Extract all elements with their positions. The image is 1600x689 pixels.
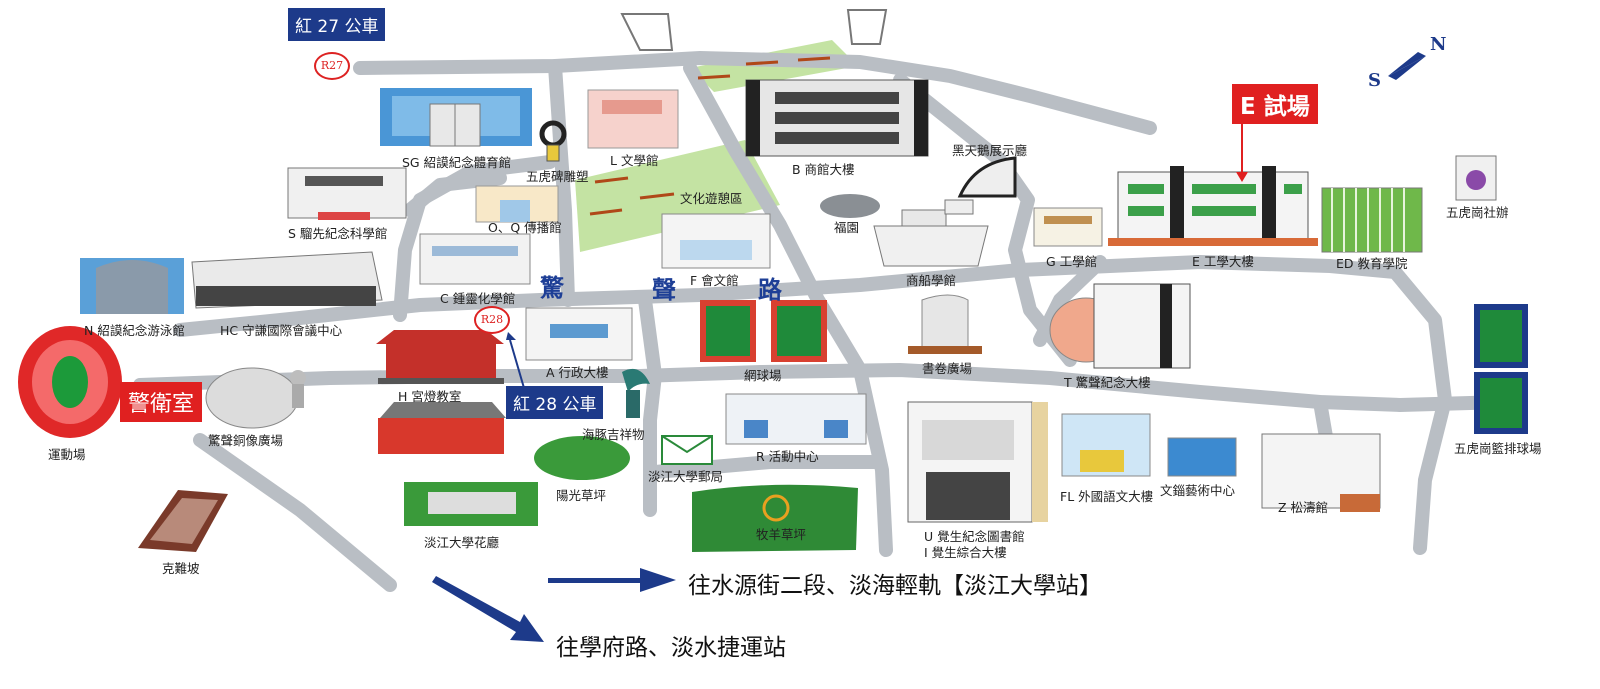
guard-room-badge: 警衛室 — [120, 382, 203, 422]
building-wuhu-club — [1455, 155, 1497, 201]
label-a: A 行政大樓 — [546, 365, 609, 380]
building-wenxi — [1167, 437, 1237, 477]
bus-red28-sign: 紅 28 公車 — [506, 386, 604, 419]
label-book-square: 書卷廣場 — [922, 361, 973, 376]
label-b: B 商館大樓 — [792, 162, 855, 177]
building-u-library — [907, 401, 1048, 523]
building-l — [587, 89, 679, 149]
label-u: U 覺生紀念圖書館 — [924, 529, 1025, 544]
label-oq: O、Q 傳播館 — [488, 220, 562, 235]
building-c — [419, 233, 531, 285]
rock-fu-garden — [820, 194, 880, 218]
building-b — [745, 79, 929, 157]
lawn-sunshine — [534, 436, 630, 480]
exam-site-badge: E 試場 — [1232, 84, 1318, 124]
label-z: Z 松濤館 — [1278, 500, 1329, 515]
label-courts: 五虎崗籃排球場 — [1454, 441, 1542, 456]
building-a — [525, 307, 633, 361]
basketball-courts — [1474, 304, 1528, 434]
label-h: H 宮燈教室 — [398, 389, 462, 404]
label-s: S 騮先紀念科學館 — [288, 226, 388, 241]
label-kenai: 克難坡 — [162, 561, 200, 576]
building-e — [1108, 166, 1318, 246]
stairs-kenai — [138, 490, 228, 552]
label-stadium: 運動場 — [48, 447, 86, 462]
label-t: T 驚聲紀念大樓 — [1064, 375, 1151, 390]
building-z — [1261, 433, 1381, 512]
road-char-1: 驚 — [540, 274, 564, 302]
label-sg: SG 紹謨紀念體育館 — [402, 155, 512, 170]
building-s — [287, 167, 407, 220]
building-black-swan — [957, 156, 1017, 198]
road-char-2: 聲 — [652, 276, 676, 304]
compass-icon — [1388, 52, 1426, 80]
label-herd: 牧羊草坪 — [756, 527, 807, 542]
building-ed — [1321, 187, 1423, 253]
building-t — [1049, 283, 1191, 369]
sculpture-wuhu — [539, 120, 567, 162]
building-oq — [475, 185, 559, 223]
bus-red27-sign: 紅 27 公車 — [288, 8, 386, 41]
label-dolphin: 海豚吉祥物 — [582, 427, 645, 442]
direction-shuiyuan: 往水源街二段、淡海輕軌【淡江大學站】 — [688, 573, 1102, 599]
label-l: L 文學館 — [610, 153, 659, 168]
label-tennis: 網球場 — [744, 368, 782, 383]
compass-north: N — [1430, 34, 1447, 55]
label-r: R 活動中心 — [756, 449, 819, 464]
building-f — [661, 213, 771, 269]
lawn-leisure — [575, 140, 780, 252]
sculpture-book-square — [908, 294, 982, 354]
building-g — [1033, 207, 1103, 247]
lawn-herd — [692, 484, 858, 552]
picnic-tables — [589, 56, 831, 216]
label-sunshine: 陽光草坪 — [556, 488, 607, 503]
label-n: N 紹謨紀念游泳館 — [84, 323, 185, 338]
label-black-swan: 黑天鵝展示廳 — [952, 143, 1028, 158]
label-merchant-ship: 商船學館 — [906, 273, 957, 288]
label-statue-square: 驚聲銅像廣場 — [208, 433, 284, 448]
label-post: 淡江大學郵局 — [648, 469, 724, 484]
building-fl — [1061, 413, 1151, 477]
direction-arrows — [432, 568, 676, 642]
bus-stop-r28: R28 — [474, 306, 510, 334]
building-hc — [191, 251, 383, 309]
label-e: E 工學大樓 — [1192, 254, 1254, 269]
label-g: G 工學館 — [1046, 254, 1098, 269]
label-flower: 淡江大學花廳 — [424, 535, 500, 550]
building-n — [80, 258, 184, 314]
direction-xuefu: 往學府路、淡水捷運站 — [556, 635, 786, 661]
compass-south: S — [1368, 70, 1381, 91]
building-r — [725, 393, 867, 445]
tennis-courts — [700, 300, 827, 362]
label-f: F 會文館 — [690, 273, 739, 288]
statue-square — [205, 367, 306, 429]
stadium-track — [18, 326, 122, 438]
label-fl: FL 外國語文大樓 — [1060, 489, 1154, 504]
building-h — [376, 330, 506, 454]
gates-top — [620, 9, 888, 51]
road-network — [133, 51, 1512, 592]
road-char-3: 路 — [758, 276, 782, 304]
building-sg-gym — [380, 88, 532, 147]
bus28-arrow — [509, 339, 525, 389]
building-merchant-ship — [873, 199, 989, 267]
label-fu-garden: 福園 — [834, 220, 860, 235]
statue-dolphin — [622, 368, 650, 418]
label-i: I 覺生綜合大樓 — [924, 545, 1007, 560]
post-office-icon — [661, 435, 713, 465]
label-wenxi: 文錙藝術中心 — [1160, 483, 1236, 498]
bus-stop-r27: R27 — [314, 52, 350, 80]
label-ed: ED 教育學院 — [1336, 256, 1408, 271]
label-wuhu-club: 五虎崗社辦 — [1446, 205, 1509, 220]
label-wuhu-sculpture: 五虎碑雕塑 — [526, 169, 589, 184]
flower-hall — [404, 482, 538, 526]
label-c: C 鍾靈化學館 — [440, 291, 516, 306]
label-leisure: 文化遊憩區 — [680, 191, 743, 206]
label-hc: HC 守謙國際會議中心 — [220, 323, 343, 338]
